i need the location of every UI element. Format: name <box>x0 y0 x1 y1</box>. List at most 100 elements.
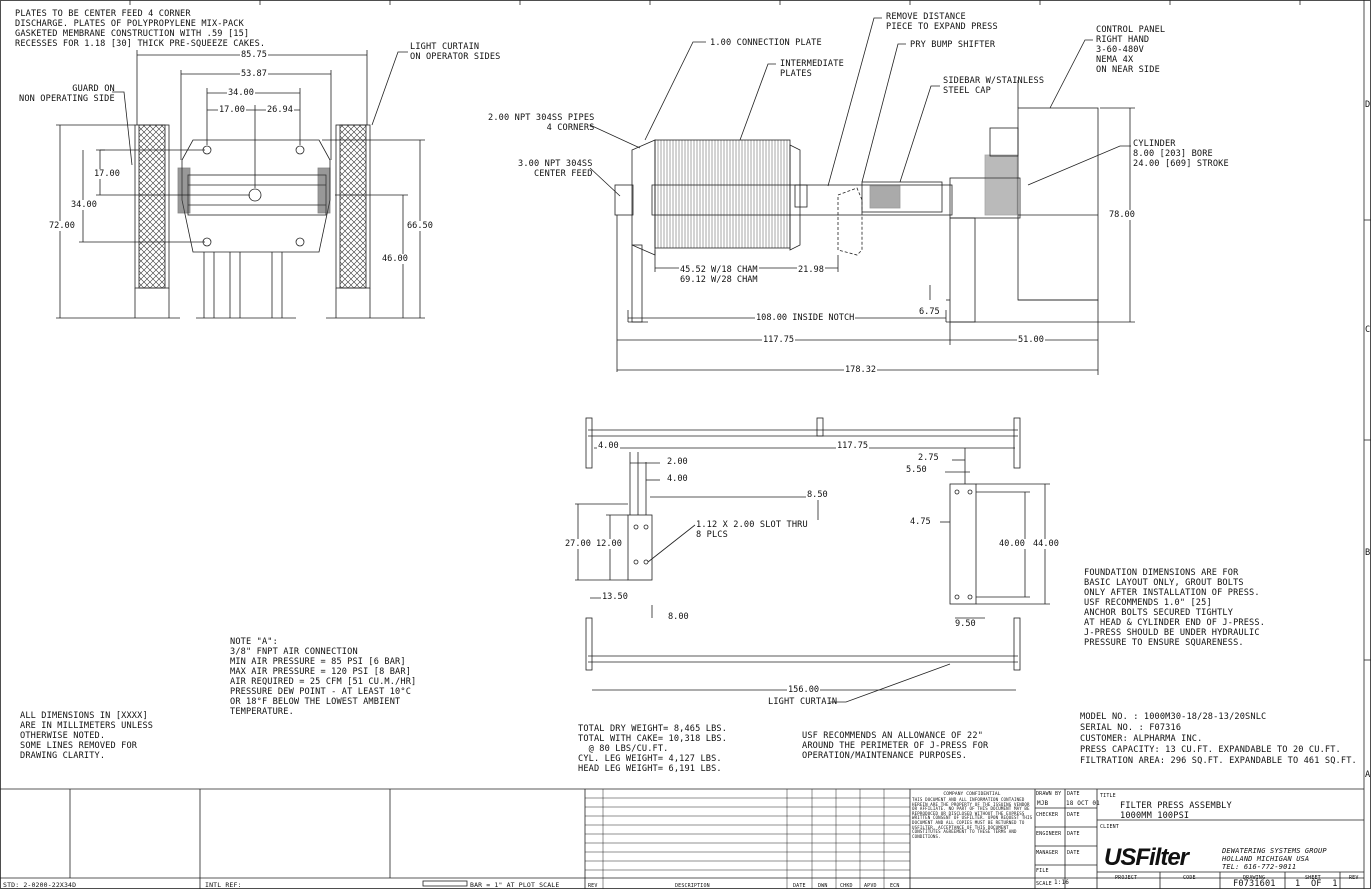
dim-12-00: 12.00 <box>595 539 623 549</box>
dim-34-00-top: 34.00 <box>227 88 255 98</box>
zone-ticks <box>129 0 1371 661</box>
dim-9-50: 9.50 <box>954 619 977 629</box>
scale-label: SCALE <box>1036 881 1052 887</box>
dim-34-00-side: 34.00 <box>70 200 98 210</box>
drawing-number: F0731601 <box>1233 879 1276 889</box>
sheet-label: SHEET <box>1305 875 1321 881</box>
dim-66-50: 66.50 <box>406 221 434 231</box>
sidebar-note: SIDEBAR W/STAINLESS STEEL CAP <box>943 76 1045 96</box>
allowance-note: USF RECOMMENDS AN ALLOWANCE OF 22" AROUN… <box>802 731 989 761</box>
title-block-lines <box>0 788 1364 889</box>
file-label: FILE <box>1036 868 1049 874</box>
confidential-text: THIS DOCUMENT AND ALL INFORMATION CONTAI… <box>912 797 1033 839</box>
light-curtain-top-note: LIGHT CURTAIN ON OPERATOR SIDES <box>410 42 501 62</box>
rev-col-dwn: DWN <box>818 883 828 889</box>
guard-note: GUARD ON NON OPERATING SIDE <box>19 84 115 104</box>
intermediate-plates-note: INTERMEDIATE PLATES <box>780 59 844 79</box>
dim-51-00: 51.00 <box>1017 335 1045 345</box>
dim-85-75: 85.75 <box>240 50 268 60</box>
rev-col-chkd: CHKD <box>840 883 853 889</box>
dim-2-00: 2.00 <box>666 457 689 467</box>
checker-label: CHECKER <box>1036 812 1059 818</box>
dim-27-00: 27.00 <box>564 539 592 549</box>
connection-plate-note: 1.00 CONNECTION PLATE <box>710 38 822 48</box>
sheet-number: 1 OF 1 <box>1295 879 1338 889</box>
zone-letter-a: A <box>1365 770 1371 780</box>
dim-117-75-side: 117.75 <box>762 335 796 345</box>
cylinder-note: CYLINDER 8.00 [203] BORE 24.00 [609] STR… <box>1133 139 1229 169</box>
rev-col-rev: REV <box>588 883 598 889</box>
drawing-title-line2: 1000MM 100PSI <box>1120 811 1190 821</box>
foundation-plan <box>575 417 1050 703</box>
engineer-label: ENGINEER <box>1036 831 1062 837</box>
date-value: 18 OCT 01 <box>1066 800 1100 807</box>
dim-117-75-plan: 117.75 <box>836 441 870 451</box>
pipes-note: 2.00 NPT 304SS PIPES 4 CORNERS <box>488 113 595 133</box>
manager-label: MANAGER <box>1036 850 1059 856</box>
drawing-title-line1: FILTER PRESS ASSEMBLY <box>1120 801 1232 811</box>
control-panel-note: CONTROL PANEL RIGHT HAND 3-60-480V NEMA … <box>1096 25 1166 75</box>
dim-44-00: 44.00 <box>1032 539 1060 549</box>
client-label: CLIENT <box>1100 824 1119 830</box>
usfilter-logo: USFilter <box>1104 844 1189 871</box>
rev-col-description: DESCRIPTION <box>675 883 710 889</box>
dim-17-00-side: 17.00 <box>93 169 121 179</box>
rev-col-ecn: ECN <box>890 883 900 889</box>
drawn-value: MJB <box>1037 800 1049 807</box>
zone-letter-b: B <box>1365 548 1371 558</box>
dim-156-00: 156.00 <box>787 685 821 695</box>
model-info: MODEL NO. : 1000M30-18/28-13/20SNLC SERI… <box>1080 712 1357 766</box>
title-label: TITLE <box>1100 793 1116 799</box>
dim-13-50: 13.50 <box>601 592 629 602</box>
dim-5-50: 5.50 <box>905 465 928 475</box>
dim-78-00: 78.00 <box>1108 210 1136 220</box>
remove-distance-note: REMOVE DISTANCE PIECE TO EXPAND PRESS <box>886 12 998 32</box>
dim-72-00: 72.00 <box>48 221 76 231</box>
plates-note: PLATES TO BE CENTER FEED 4 CORNER DISCHA… <box>15 9 266 49</box>
engineer-date-label: DATE <box>1067 831 1080 837</box>
dim-69-12: 69.12 W/28 CHAM <box>679 275 759 285</box>
dim-8-00: 8.00 <box>667 612 690 622</box>
dim-21-98: 21.98 <box>797 265 825 275</box>
drawing-label: DRAWING <box>1243 875 1266 881</box>
manager-date-label: DATE <box>1067 850 1080 856</box>
dim-26-94: 26.94 <box>266 105 294 115</box>
dim-53-87: 53.87 <box>240 69 268 79</box>
dim-6-75: 6.75 <box>918 307 941 317</box>
std-number: STD: 2-0200-22X34D <box>3 881 77 889</box>
rev-col-apvd: APVD <box>864 883 877 889</box>
bar-scale: BAR = 1" AT PLOT SCALE <box>470 881 560 889</box>
dim-46-00: 46.00 <box>381 254 409 264</box>
center-feed-note: 3.00 NPT 304SS CENTER FEED <box>518 159 593 179</box>
pry-bump-note: PRY BUMP SHIFTER <box>910 40 996 50</box>
dim-4-00-right: 4.00 <box>666 474 689 484</box>
all-dimensions-note: ALL DIMENSIONS IN [XXXX] ARE IN MILLIMET… <box>20 711 154 761</box>
dim-8-50: 8.50 <box>806 490 829 500</box>
code-label: CODE <box>1183 875 1196 881</box>
note-a: NOTE "A": 3/8" FNPT AIR CONNECTION MIN A… <box>230 637 417 717</box>
dim-4-00-left: 4.00 <box>597 441 620 451</box>
scale-value: 1:16 <box>1054 879 1070 886</box>
zone-letter-d: D <box>1365 100 1371 110</box>
group-address: DEWATERING SYSTEMS GROUP HOLLAND MICHIGA… <box>1222 847 1327 871</box>
dim-17-00-top: 17.00 <box>218 105 246 115</box>
drawn-label: DRAWN BY <box>1036 791 1062 797</box>
date-label: DATE <box>1067 791 1080 797</box>
rev-col-date: DATE <box>793 883 806 889</box>
confidential-title: COMPANY CONFIDENTIAL <box>943 792 1001 797</box>
light-curtain-bottom-note: LIGHT CURTAIN <box>768 697 838 707</box>
dim-178-32: 178.32 <box>844 365 878 375</box>
foundation-note: FOUNDATION DIMENSIONS ARE FOR BASIC LAYO… <box>1084 568 1266 648</box>
rev-label: REV <box>1349 875 1359 881</box>
side-view <box>589 17 1135 375</box>
project-label: PROJECT <box>1115 875 1138 881</box>
checker-date-label: DATE <box>1067 812 1080 818</box>
dim-40-00: 40.00 <box>998 539 1026 549</box>
dim-4-75: 4.75 <box>909 517 932 527</box>
dim-108-inside-notch: 108.00 INSIDE NOTCH <box>755 313 856 323</box>
dim-2-75: 2.75 <box>917 453 940 463</box>
weights-note: TOTAL DRY WEIGHT= 8,465 LBS. TOTAL WITH … <box>578 724 728 774</box>
slot-note: 1.12 X 2.00 SLOT THRU 8 PLCS <box>696 520 808 540</box>
intl-ref: INTL REF: <box>205 881 242 889</box>
